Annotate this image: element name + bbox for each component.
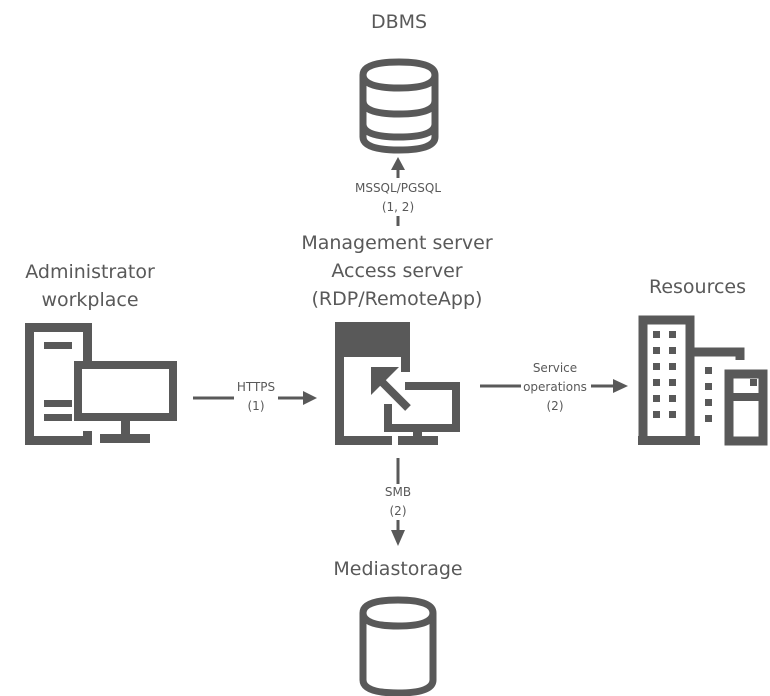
database-icon [359, 58, 439, 154]
dbms-edge-label: MSSQL/PGSQL (1, 2) [338, 179, 458, 217]
server-label-line: (RDP/RemoteApp) [311, 288, 483, 310]
admin-label-line: Administrator [25, 261, 155, 283]
edge-server-to-mediastorage [391, 458, 405, 546]
edge-server-to-dbms [391, 157, 405, 226]
storage-cylinder-icon [359, 596, 437, 696]
admin-label-line: workplace [41, 289, 139, 311]
arrowhead-right [303, 391, 317, 405]
server-label-line: Management server [301, 232, 493, 254]
edge-server-to-resources [480, 379, 628, 393]
windows [653, 331, 712, 422]
service-edge-label: Service operations (2) [515, 359, 595, 416]
admin-label: Administrator workplace [10, 258, 170, 314]
dbms-edge-protocol: MSSQL/PGSQL [354, 181, 442, 195]
service-edge-protocol-line: Service [532, 361, 578, 375]
https-edge-protocol: HTTPS [236, 380, 276, 394]
mediastorage-label: Mediastorage [333, 558, 463, 580]
server-label: Management server Access server (RDP/Rem… [282, 229, 512, 313]
https-edge-label: HTTPS (1) [221, 378, 291, 416]
edge-admin-to-server [193, 391, 317, 405]
service-edge-protocol-line: operations [523, 380, 587, 394]
service-edge-steps: (2) [546, 399, 564, 413]
arrowhead-up [391, 157, 405, 170]
buildings-icon [638, 315, 768, 446]
server-label-line: Access server [331, 260, 463, 282]
remote-server-icon [335, 322, 460, 445]
smb-edge-protocol: SMB [384, 485, 412, 499]
workstation-icon [25, 323, 177, 445]
smb-edge-steps: (2) [389, 504, 407, 518]
smb-edge-label: SMB (2) [368, 483, 428, 521]
https-edge-steps: (1) [247, 399, 265, 413]
dbms-edge-steps: (1, 2) [381, 200, 415, 214]
dbms-label: DBMS [370, 11, 428, 33]
resources-label: Resources [648, 276, 747, 298]
arrowhead-right [613, 379, 628, 393]
arrowhead-down [391, 530, 405, 546]
